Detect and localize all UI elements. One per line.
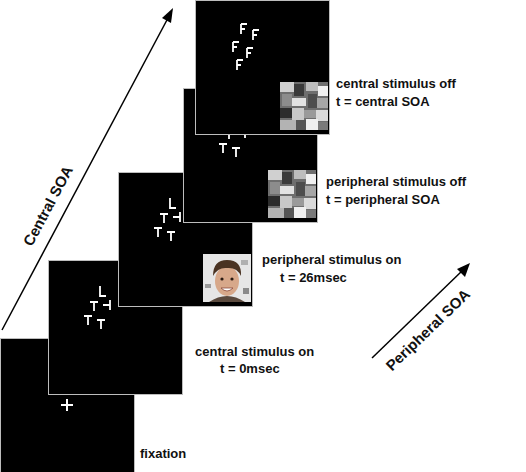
axis-label: Peripheral SOA [382, 285, 474, 374]
time-caption: t = 0msec [220, 361, 280, 376]
stimulus-frame: central stimulus offt = central SOA [195, 0, 330, 135]
event-caption: peripheral stimulus off [326, 174, 466, 189]
time-caption: t = 26msec [280, 270, 347, 285]
event-caption: fixation [140, 446, 186, 461]
event-caption: central stimulus off [336, 76, 456, 91]
event-caption: peripheral stimulus on [262, 252, 401, 267]
event-caption: central stimulus on [195, 344, 314, 359]
peripheral-soa-arrowhead [457, 263, 470, 277]
time-caption: t = central SOA [336, 94, 430, 109]
axis-label: Central SOA [19, 163, 76, 249]
time-caption: t = peripheral SOA [326, 192, 440, 207]
central-soa-arrowhead [162, 8, 173, 23]
